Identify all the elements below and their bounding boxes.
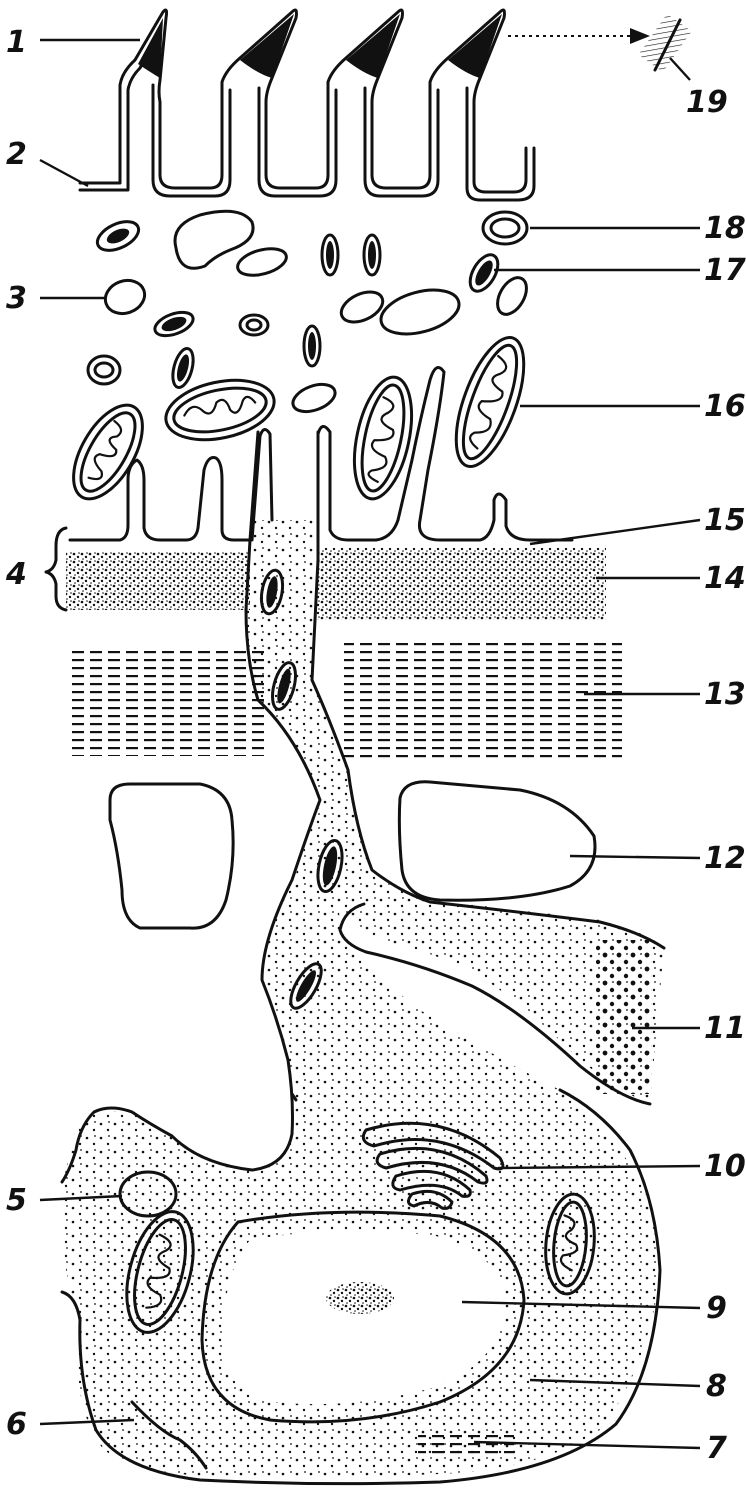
mitochondrion: [164, 378, 276, 442]
leader-lines: [39, 38, 701, 1450]
golgi-complex: [361, 1121, 505, 1210]
disc-dark-3: [346, 14, 400, 78]
terminal-blobs: [108, 780, 597, 930]
outer-fiber: [60, 430, 666, 1486]
label-17: 17: [704, 253, 746, 288]
label-15: 15: [704, 503, 746, 538]
labels: 1 2 3 4 5 6 7 8 9 10 11 12 13 14 15 16 1…: [5, 25, 746, 1466]
outer-segments: [78, 8, 536, 202]
label-14: 14: [704, 561, 746, 596]
label-3: 3: [6, 281, 27, 316]
mitochondrion: [544, 1192, 596, 1296]
mitochondrion: [352, 375, 414, 501]
disc-dark-4: [448, 14, 502, 78]
lysosome: [118, 1170, 178, 1218]
label-1: 1: [6, 25, 27, 60]
inner-segment: [68, 335, 574, 542]
label-11: 11: [704, 1011, 746, 1046]
detail-arrow: [508, 13, 692, 73]
label-7: 7: [706, 1431, 727, 1466]
cell-body: [118, 1121, 596, 1470]
limiting-zone: [44, 526, 606, 620]
label-9: 9: [706, 1291, 727, 1326]
label-8: 8: [706, 1369, 727, 1404]
label-16: 16: [704, 389, 746, 424]
mitochondrion: [125, 1210, 195, 1334]
disc-dark-2: [240, 14, 294, 78]
nucleus: [200, 1210, 526, 1424]
mitochondrion: [454, 335, 526, 469]
label-6: 6: [6, 1407, 27, 1442]
granule-zone: [86, 209, 529, 414]
ribbon-6: [130, 1400, 208, 1470]
label-2: 2: [6, 137, 27, 172]
disc-dark-1: [138, 18, 163, 78]
nucleolus: [326, 1282, 394, 1314]
label-19: 19: [686, 85, 728, 120]
fiber-layer: [72, 640, 622, 758]
label-18: 18: [704, 211, 746, 246]
label-5: 5: [6, 1183, 27, 1218]
label-10: 10: [704, 1149, 746, 1184]
label-13: 13: [704, 677, 746, 712]
mitochondrion: [72, 403, 144, 501]
label-4: 4: [5, 557, 27, 592]
label-12: 12: [704, 841, 746, 876]
